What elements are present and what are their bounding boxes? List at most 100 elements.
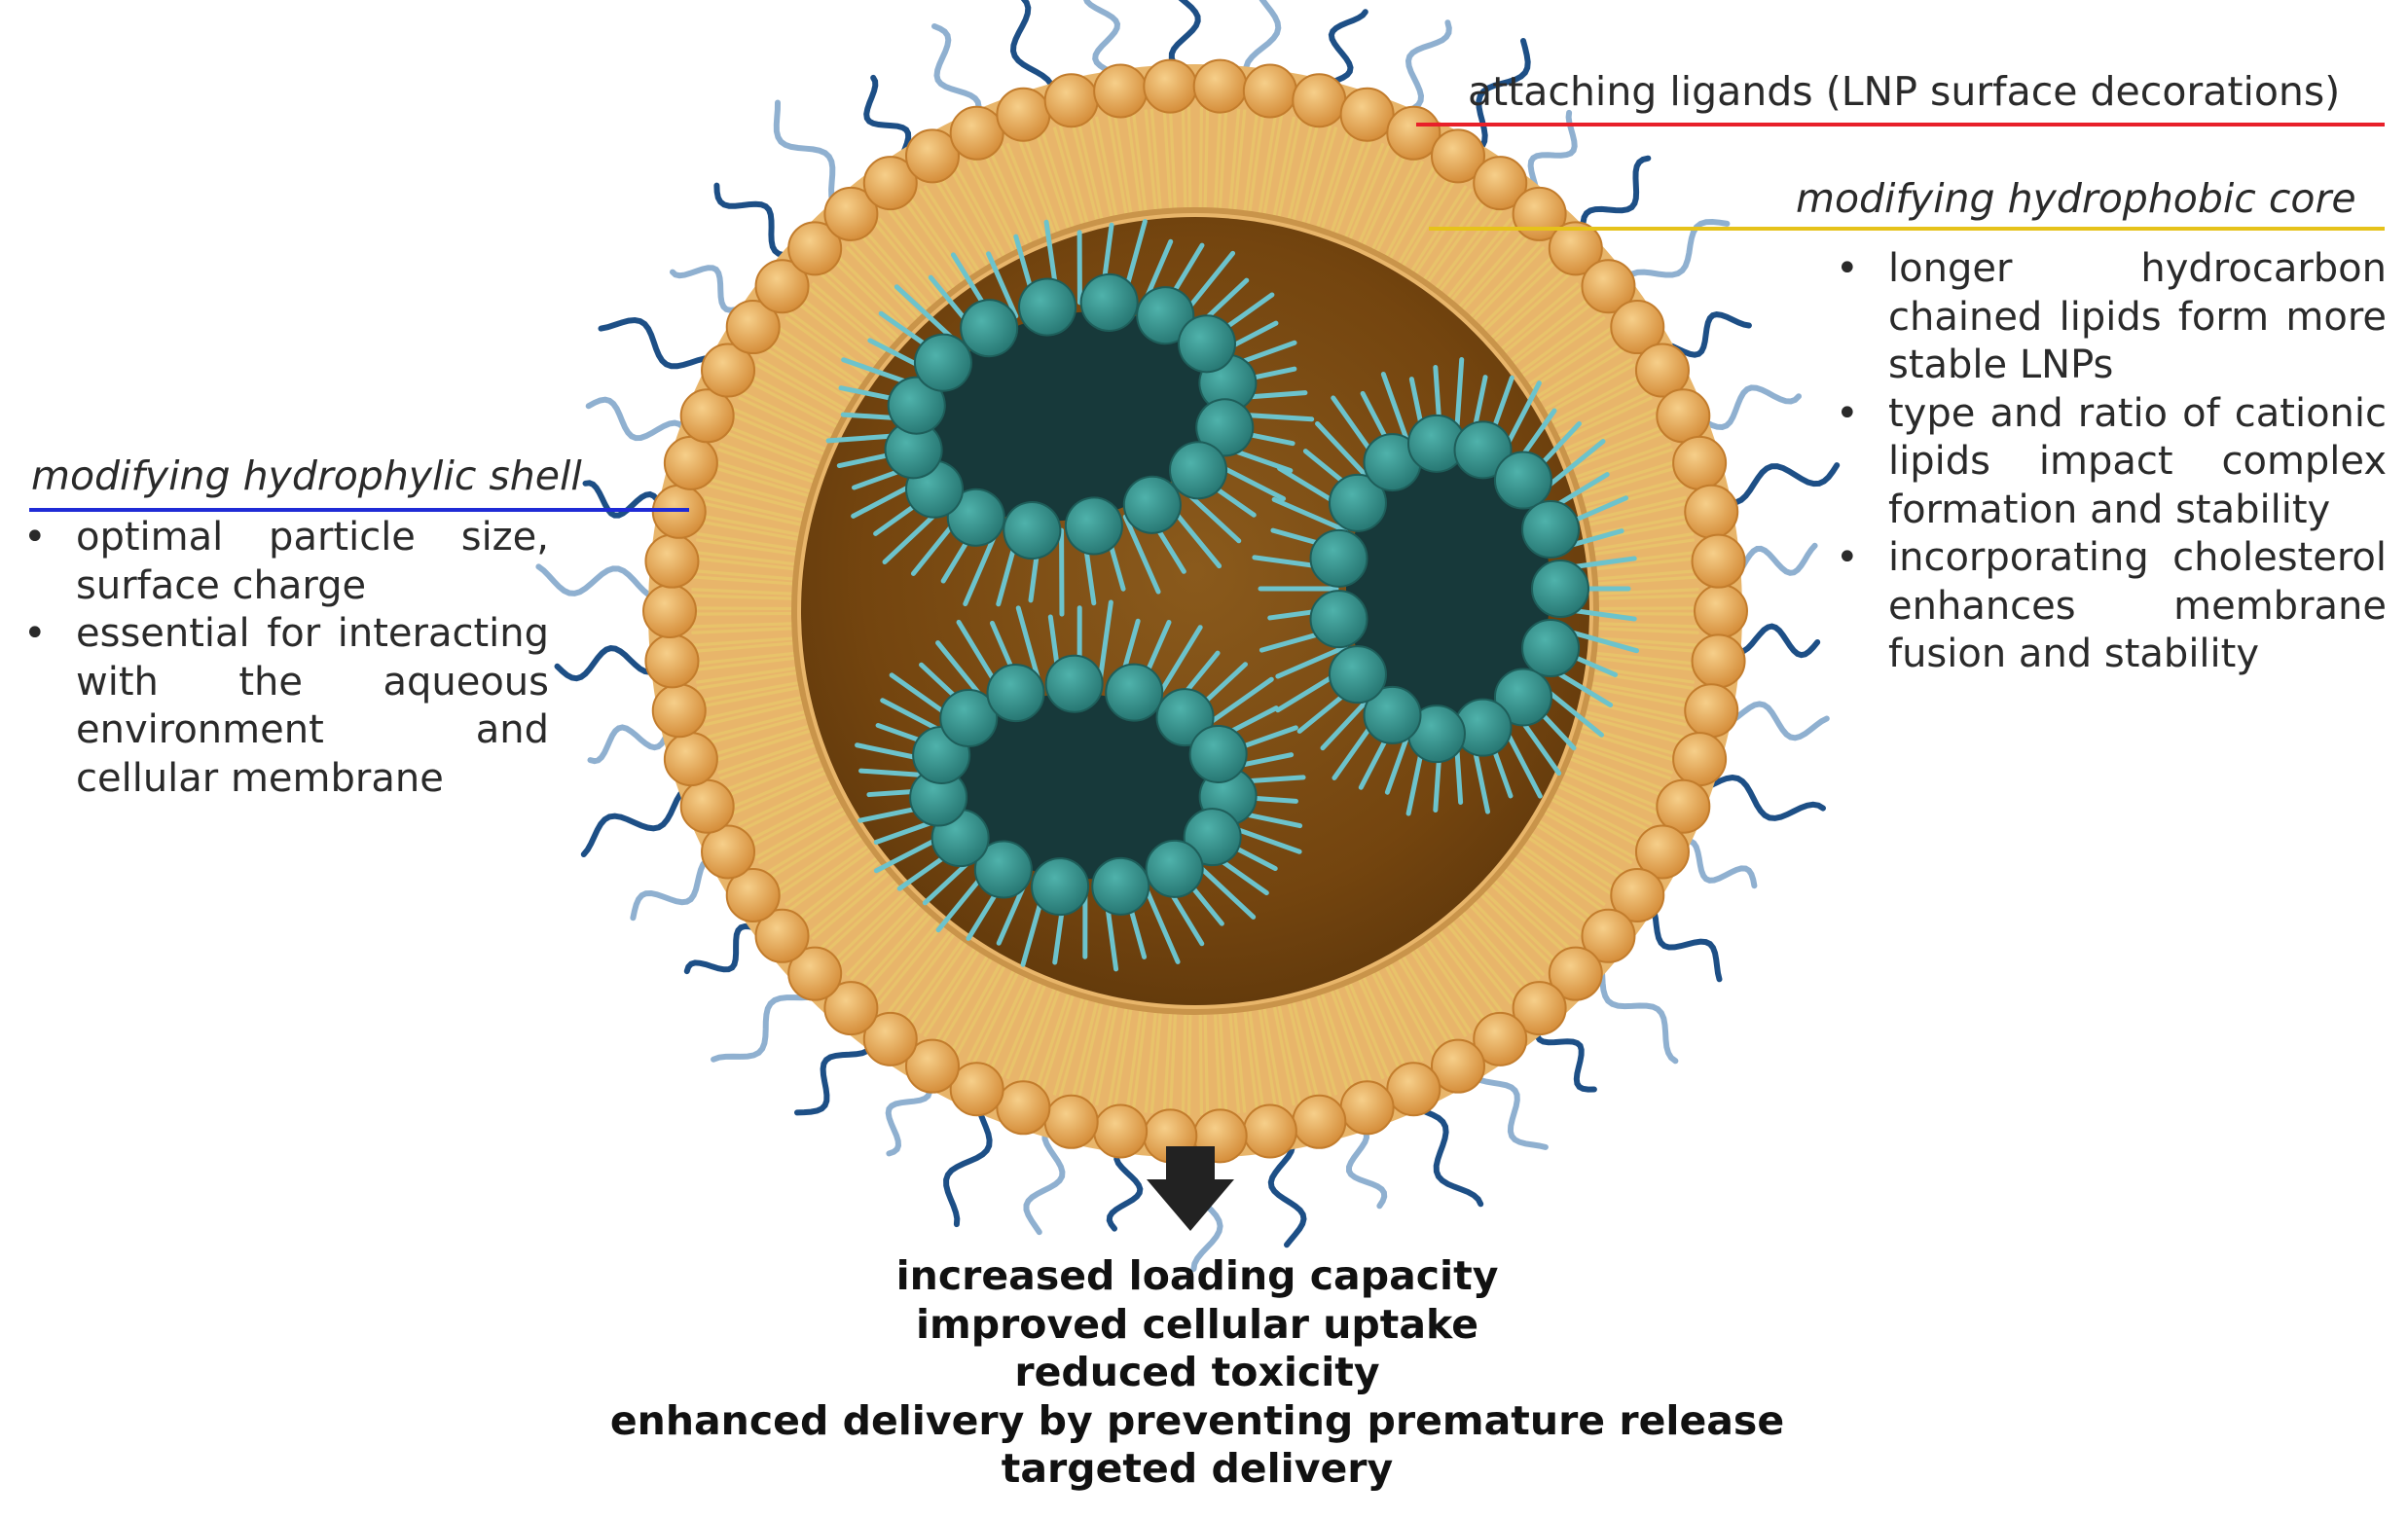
lipid-tail — [1071, 997, 1100, 1101]
lipid-tail — [1572, 738, 1674, 775]
lipid-tail — [923, 947, 983, 1037]
lipid-tail — [748, 374, 844, 426]
lipid-tail — [1588, 532, 1695, 552]
peg-chain — [1023, 1119, 1066, 1236]
lipid-tail — [1305, 994, 1338, 1096]
lipid-tail — [1420, 938, 1483, 1028]
lipid-tail — [1559, 407, 1659, 453]
micelle-head-bead — [1328, 473, 1387, 532]
lipid-tail — [1524, 326, 1614, 388]
lipid-tail — [757, 357, 851, 414]
lipid-tail — [1459, 233, 1532, 314]
lipid-tail — [784, 842, 872, 907]
lipid-tail — [1588, 670, 1695, 690]
lipid-tail — [1242, 110, 1259, 216]
peg-chain — [1009, 0, 1056, 104]
lipid-tail — [1360, 152, 1407, 250]
lipid-tail — [1276, 1000, 1302, 1105]
lipid-tail — [1443, 217, 1514, 302]
lipid-head-bead — [725, 300, 781, 355]
micelle-head-bead — [1018, 277, 1077, 337]
lipid-head-bead — [1242, 1103, 1297, 1159]
lipid-tail — [784, 315, 872, 380]
lipid-tail — [718, 442, 820, 481]
lipid-head-bead — [1043, 1094, 1099, 1149]
lipid-tail — [1203, 1009, 1210, 1115]
core-point-item: incorporating cholesterol enhances membr… — [1834, 534, 2387, 679]
lipid-tail — [1314, 991, 1350, 1093]
lipid-tail — [1227, 1008, 1241, 1114]
lipid-tail — [1567, 751, 1667, 792]
micelle-head-bead — [1169, 441, 1228, 500]
lipid-tail — [955, 961, 1008, 1057]
micelle-head-bead — [1195, 398, 1255, 457]
lipid-tail — [723, 430, 823, 471]
lipid-tail — [1497, 281, 1580, 353]
lipid-tail — [1332, 138, 1373, 238]
lipid-tail — [1565, 755, 1665, 798]
micelle — [855, 599, 1306, 972]
lipid-head-bead — [1694, 584, 1748, 638]
lipid-tail — [1369, 158, 1419, 254]
micelle-head-bead — [946, 488, 1005, 547]
lipid-head-bead — [905, 128, 960, 184]
peg-chain — [585, 396, 695, 448]
lipid-head-bead — [1656, 778, 1711, 834]
lipid-tail — [1395, 954, 1452, 1047]
lipid-tail — [918, 944, 979, 1034]
lipid-tail — [1532, 821, 1624, 881]
micelle-head-bead — [1309, 590, 1368, 649]
lipid-tail — [1593, 622, 1699, 629]
lipid-tail — [1470, 245, 1546, 324]
lipid-tail — [845, 898, 921, 977]
lipid-head-bead — [787, 946, 843, 1001]
lipid-head-bead — [996, 87, 1051, 142]
peg-chain — [1243, 0, 1282, 88]
lipid-head-bead — [701, 824, 756, 880]
lipid-tail — [1276, 117, 1302, 222]
lipid-tail — [1242, 1006, 1259, 1112]
lipid-tail — [1470, 898, 1546, 977]
lipid-tail — [1542, 363, 1636, 417]
lipid-tail — [693, 557, 799, 571]
peg-chain — [580, 782, 698, 857]
lipid-tail — [1532, 342, 1624, 401]
lipid-tail — [1593, 627, 1699, 634]
lipid-tail — [1395, 175, 1452, 269]
lipid-tail — [1580, 713, 1683, 745]
micelle-head-bead — [1363, 685, 1422, 744]
bilayer-lipid-tails — [690, 107, 1700, 1115]
lipid-tail — [1400, 178, 1457, 271]
micelle-head-bead — [1122, 475, 1182, 534]
lipid-tail — [738, 396, 835, 444]
lipid-tail — [836, 254, 914, 332]
lipid-tail — [1555, 396, 1653, 444]
lipid-tail — [983, 972, 1031, 1070]
lipid-tail — [774, 830, 864, 891]
lipid-head-bead — [725, 867, 781, 922]
peg-chain — [1595, 953, 1679, 1065]
lipid-tail — [1571, 442, 1672, 481]
lipid-head-bead — [1610, 300, 1665, 355]
lipid-tail — [1477, 254, 1554, 332]
lipid-tail — [740, 390, 837, 440]
lipid-tail — [1518, 842, 1606, 907]
lipid-tail — [1592, 636, 1698, 647]
lipid-tail — [873, 221, 943, 305]
lipid-tail — [738, 778, 835, 826]
lipid-tail — [1542, 805, 1636, 859]
lipid-tail — [820, 272, 900, 345]
lipid-tail — [1535, 817, 1626, 876]
lipid-head-bead — [701, 343, 756, 398]
peg-chain — [1685, 384, 1802, 431]
lipid-tail — [1149, 1008, 1163, 1114]
micelle-head-bead — [1328, 645, 1387, 705]
lipid-tail — [1186, 1009, 1192, 1115]
lipid-head-bead — [663, 435, 718, 490]
lipid-tail — [971, 968, 1021, 1065]
lipid-tail — [893, 929, 959, 1017]
lipid-tail — [1553, 782, 1651, 832]
lipid-tail — [696, 670, 802, 690]
lipid-tail — [863, 911, 935, 994]
micelle-head-bead — [973, 840, 1033, 899]
